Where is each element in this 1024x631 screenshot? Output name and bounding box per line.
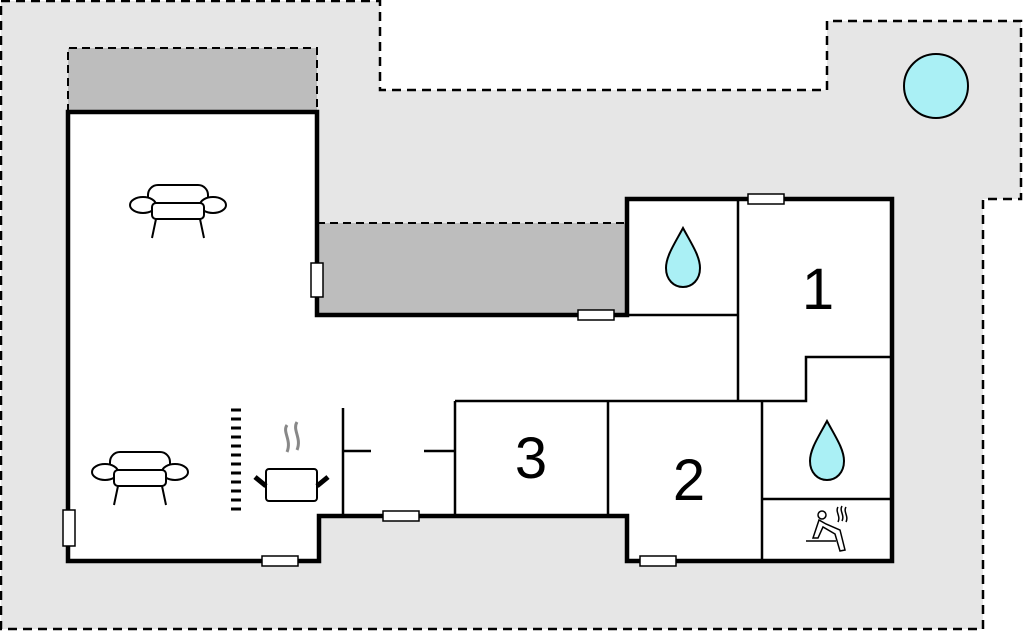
terrace-top-left (68, 48, 317, 112)
window (261, 555, 299, 567)
radiator-icon (231, 408, 241, 511)
room-label-2: 2 (673, 448, 705, 513)
room-label-3: 3 (515, 426, 547, 491)
interior-walls (341, 199, 892, 561)
sofa-icon (129, 184, 227, 239)
room-label-1: 1 (802, 257, 834, 322)
house-outline (65, 109, 895, 564)
sofa-icon (91, 451, 189, 506)
windows (62, 193, 785, 567)
window (639, 555, 677, 567)
water-drop-icon (664, 225, 702, 289)
window (62, 509, 76, 547)
window (747, 193, 785, 205)
window (577, 309, 615, 321)
terrace-outline (67, 47, 318, 112)
window (382, 510, 420, 522)
pool-icon (903, 53, 969, 119)
window (310, 262, 324, 298)
terrace-middle (317, 223, 627, 315)
cooking-pot-icon (253, 421, 330, 502)
water-drop-icon (808, 418, 846, 482)
sauna-icon (806, 505, 848, 552)
